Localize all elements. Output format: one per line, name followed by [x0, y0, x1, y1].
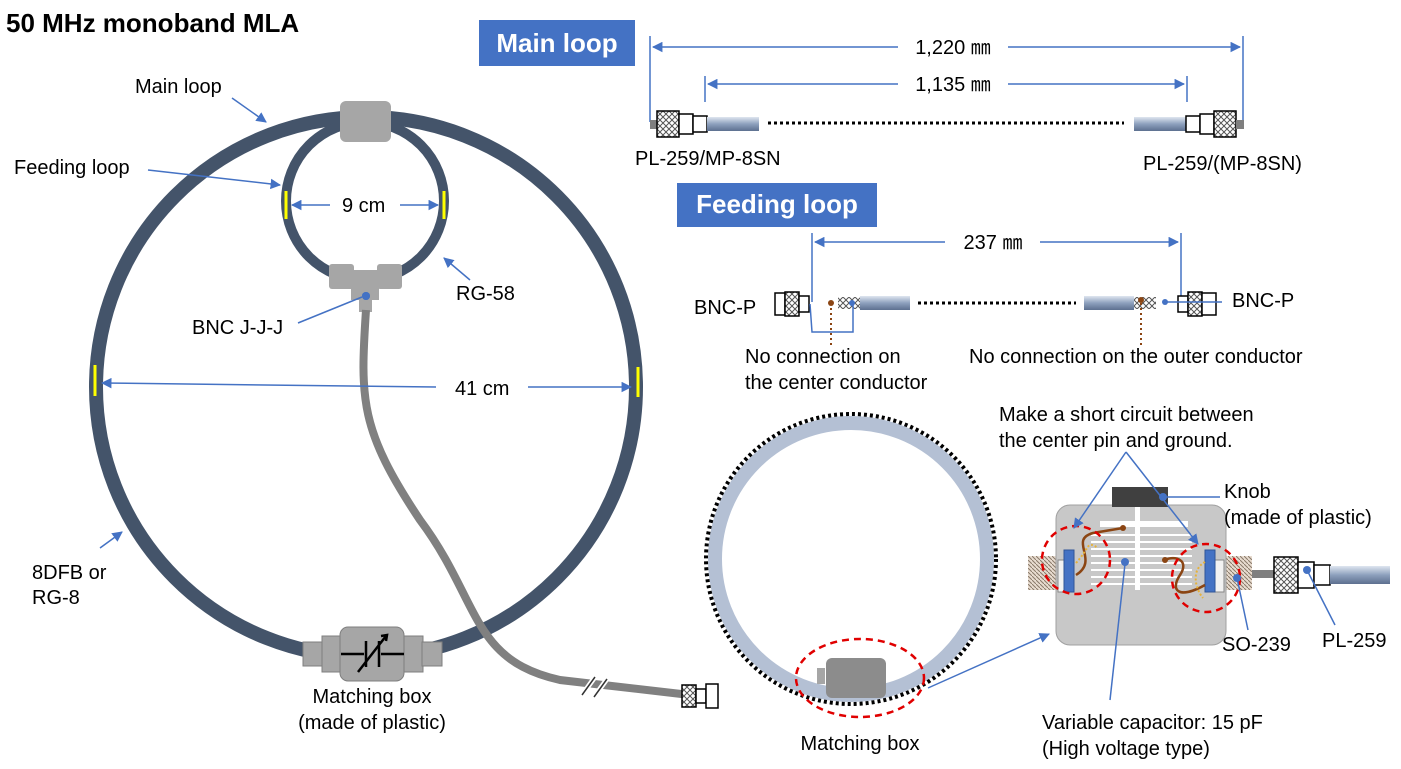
main-left-connector-label: PL-259/MP-8SN	[635, 148, 781, 170]
short-circuit-note-line2: the center pin and ground.	[999, 430, 1233, 452]
short-circuit-note-line1: Make a short circuit between	[999, 404, 1254, 426]
detail-matching-box-label: Matching box	[801, 733, 920, 755]
main-loop-matching-box	[302, 626, 443, 682]
feed-right-connector-label: BNC-P	[1232, 290, 1294, 312]
main-loop-label: Main loop	[135, 76, 222, 98]
right-note: No connection on the outer conductor	[969, 346, 1303, 368]
feeding-loop-label: Feeding loop	[14, 157, 130, 179]
detail-loop-inner-dotted	[704, 412, 998, 706]
rg58-label: RG-58	[456, 283, 515, 305]
left-dimension-lines	[100, 199, 633, 393]
detail-matching-box-highlight	[794, 637, 926, 719]
matching-box-interior	[1028, 487, 1390, 646]
main-loop-badge	[479, 20, 635, 66]
main-right-pl259-connector	[1134, 110, 1244, 138]
matching-box-label-line1: Matching box	[313, 686, 432, 708]
cable-type-label-line1: 8DFB or	[32, 562, 107, 584]
knob	[1112, 487, 1168, 507]
knob-label-line2: (made of plastic)	[1224, 507, 1372, 529]
main-loop-assembly	[89, 101, 719, 709]
detail-loop-outer	[708, 416, 994, 702]
detail-callouts	[1073, 451, 1336, 701]
feed-left-bnc-connector	[774, 291, 910, 345]
left-so239-socket	[1063, 549, 1075, 593]
matching-box-label-line2: (made of plastic)	[298, 712, 446, 734]
detail-loop-view: Matching box	[704, 412, 1050, 755]
so239-label: SO-239	[1222, 634, 1291, 656]
feed-coax-cable	[359, 309, 691, 699]
main-loop-badge-text: Main loop	[496, 28, 617, 58]
variable-capacitor-plates	[1091, 534, 1192, 585]
variable-capacitor-icon	[341, 633, 404, 673]
main-loop-inner-length: 1,135 ㎜	[915, 74, 991, 96]
detail-pl259-connector	[1252, 556, 1390, 594]
main-loop-spec-panel: Main loop 1,220 ㎜ 1,135 ㎜	[479, 20, 1302, 175]
cable-type-label-line2: RG-8	[32, 587, 80, 609]
feeding-loop-badge-text: Feeding loop	[696, 189, 858, 219]
main-right-connector-label: PL-259/(MP-8SN)	[1143, 153, 1302, 175]
pl259-label: PL-259	[1322, 630, 1387, 652]
detail-matching-box	[817, 668, 825, 684]
main-left-pl259-connector	[650, 110, 759, 138]
left-callouts	[99, 97, 471, 549]
feeding-loop-badge	[677, 183, 877, 227]
feeding-loop-spec-panel: Feeding loop 237 ㎜	[677, 183, 1303, 394]
top-clamp	[340, 101, 391, 142]
feed-diameter-label: 9 cm	[342, 195, 385, 217]
bnc-jjj-label: BNC J-J-J	[192, 317, 283, 339]
bnc-tee-connector	[329, 264, 402, 312]
capacitor-label-line1: Variable capacitor: 15 pF	[1042, 712, 1263, 734]
main-loop-overall-length: 1,220 ㎜	[915, 37, 991, 59]
cable-end-bnc-connector	[681, 683, 719, 709]
left-wire	[1075, 526, 1124, 577]
right-so239-socket	[1204, 549, 1216, 593]
knob-label-line1: Knob	[1224, 481, 1271, 503]
main-diameter-label: 41 cm	[455, 378, 509, 400]
left-note-line1: No connection on	[745, 346, 901, 368]
capacitor-label-line2: (High voltage type)	[1042, 738, 1210, 760]
diagram-title: 50 MHz monoband MLA	[6, 8, 299, 38]
feed-right-bnc-connector	[1084, 291, 1222, 345]
right-wire	[1164, 556, 1206, 594]
left-note-line2: the center conductor	[745, 372, 928, 394]
feed-left-connector-label: BNC-P	[694, 297, 756, 319]
feeding-loop-length: 237 ㎜	[964, 232, 1023, 254]
